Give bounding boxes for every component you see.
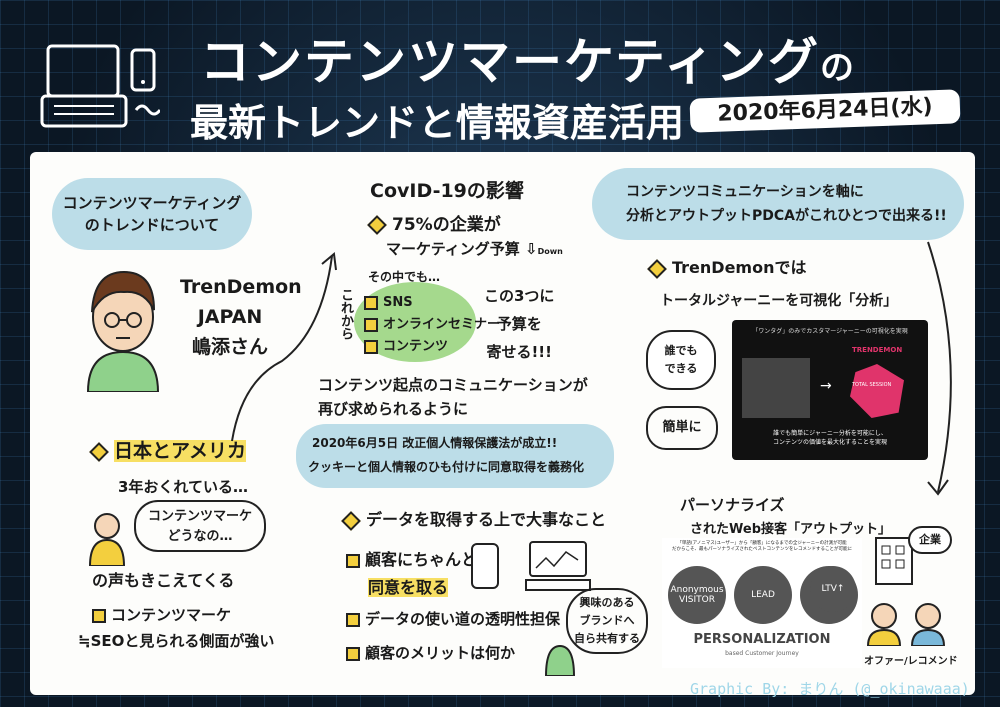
laptop-phone-icon: [40, 44, 160, 128]
screen-title: 「ワンタグ」のみでカスタマージャーニーの可視化を実現: [752, 328, 908, 335]
left-item-2: ≒SEOと見られる側面が強い: [78, 632, 275, 650]
personalize-line1: パーソナライズ: [680, 496, 785, 514]
slide-text: 「単語(アノニマス)ユーザー」から「顧客」になるまでの全ジャーニーの計測が可能 …: [672, 541, 852, 552]
diamond-icon: [341, 510, 361, 531]
stat-line: 75%の企業が: [367, 210, 501, 235]
left-item-1: コンテンツマーケ: [92, 604, 231, 625]
data-point-2: データの使い道の透明性担保: [346, 608, 560, 629]
speaker-avatar: [86, 270, 160, 392]
screen-caption: 誰でも簡単にジャーニー分析を可能にし、 コンテンツの価値を最大化することを実現: [772, 430, 887, 446]
personalize-line2: されたWeb接客「アウトプット」: [690, 522, 891, 537]
diamond-icon: [89, 441, 109, 462]
users-icon: [866, 603, 946, 646]
curved-arrow: [927, 241, 952, 496]
diamond-icon: [367, 215, 387, 235]
stage-circle: LTV↑: [810, 566, 856, 612]
company-bubble: 企業: [908, 526, 952, 554]
person-icon: [544, 644, 576, 676]
data-point-3: 顧客のメリットは何か: [346, 642, 515, 663]
voice-note: の声もきこえてくる: [92, 571, 235, 590]
right-speech-bubble: コンテンツコミュニケーションを軸に 分析とアウトプットPDCAがこれひとつで出来…: [592, 168, 964, 240]
among-label: その中でも…: [368, 270, 441, 284]
who-can-bubble: 誰でも できる: [646, 330, 716, 390]
thinking-person-icon: [88, 513, 126, 566]
diamond-icon: [647, 258, 667, 279]
checkbox-icon: [364, 339, 378, 354]
focus-note: この3つに 予算を 寄せる!!!: [484, 287, 555, 361]
law-bubble: [296, 424, 614, 488]
lag-note: 3年おくれている…: [118, 478, 248, 496]
trendemon-heading: TrenDemonでは: [647, 254, 806, 279]
checkbox-icon: [364, 317, 378, 332]
budget-line: マーケティング予算 ⇩Down: [386, 240, 563, 258]
data-heading: データを取得する上で大事なこと: [341, 506, 606, 531]
checkbox-icon: [346, 612, 360, 627]
arrow-icon: →: [820, 378, 832, 394]
checkbox-icon: [92, 608, 106, 623]
channel-list: SNS オンラインセミナー コンテンツ: [364, 292, 500, 358]
communication-line2: 再び求められるように: [318, 400, 469, 418]
law-line1: 2020年6月5日 改正個人情報保護法が成立!!: [312, 436, 558, 450]
checkbox-icon: [346, 553, 360, 568]
checkbox-icon: [346, 646, 360, 661]
checkbox-icon: [364, 295, 378, 310]
stage-circle: LEAD: [734, 566, 792, 624]
data-point-1: 顧客にちゃんと 同意を取る: [346, 546, 477, 602]
building-icon: [875, 537, 913, 585]
covid-title: CovID-19の影響: [370, 180, 524, 202]
based-label: based Customer Journey: [725, 650, 799, 657]
screen-brand: TRENDEMON: [852, 346, 903, 354]
personalization-title: PERSONALIZATION: [693, 632, 831, 647]
offer-label: オファー/レコメンド: [864, 656, 958, 667]
easy-bubble: 簡単に: [646, 406, 718, 450]
down-arrow-icon: ⇩: [519, 240, 538, 258]
journey-line: トータルジャーニーを可視化「分析」: [660, 293, 898, 309]
communication-line1: コンテンツ起点のコミュニケーションが: [318, 376, 588, 394]
law-line2: クッキーと個人情報のひも付けに同意取得を義務化: [308, 460, 585, 474]
page-title-line2: 最新トレンドと情報資産活用: [190, 101, 685, 145]
japan-us-heading: 日本とアメリカ: [89, 436, 247, 463]
korekara-label: これから: [338, 288, 353, 340]
page-title-line1: コンテンツマーケティングの: [200, 33, 856, 91]
thought-bubble: コンテンツマーケ どうなの…: [134, 500, 266, 552]
left-speech-bubble: コンテンツマーケティング のトレンドについて: [52, 178, 252, 250]
screen-label: TOTAL SESSION: [852, 382, 892, 388]
flow-arrow: [231, 252, 337, 442]
stage-circle: Anonymous VISITOR: [668, 566, 726, 624]
analytics-screenshot: 「ワンタグ」のみでカスタマージャーニーの可視化を実現 → TRENDEMON T…: [732, 320, 928, 460]
phone-computer-icon: [471, 541, 591, 591]
credit-text: Graphic By: まりん (@_okinawaaa): [690, 680, 970, 698]
brand-share-bubble: 興味のある ブランドへ 自ら共有する: [566, 588, 648, 654]
